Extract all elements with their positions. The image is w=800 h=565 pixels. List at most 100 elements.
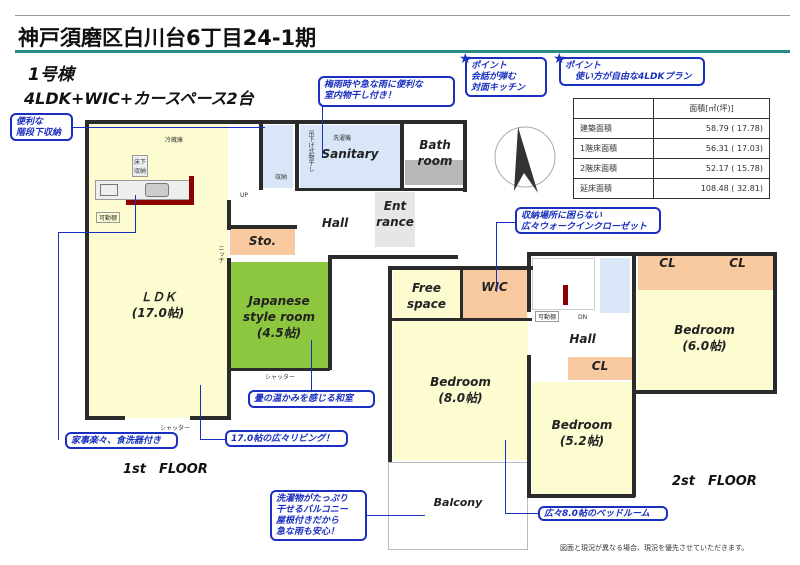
wall: [227, 225, 297, 229]
wall: [85, 416, 125, 420]
toilet-2f: [600, 258, 630, 313]
wall: [295, 120, 299, 190]
point-callout-kitchen: ポイント会話が弾む 対面キッチン: [465, 57, 547, 97]
callout-dishwasher: 家事楽々、食洗器付き: [65, 432, 178, 449]
up-label: UP: [240, 192, 249, 199]
callout-drying: 梅雨時や急な雨に便利な 室内物干し付き！: [318, 76, 455, 107]
room-cl: CL: [659, 256, 676, 270]
page-title: 神戸須磨区白川台6丁目24-1期: [18, 26, 317, 50]
stair-post: [563, 285, 568, 305]
callout-japanese: 畳の温かみを感じる和室: [248, 390, 375, 408]
toilet-1f: [263, 125, 293, 188]
wall: [527, 494, 635, 498]
wall: [527, 252, 777, 256]
leader-line: [365, 515, 425, 516]
wall: [460, 268, 463, 320]
kitchen-wall: [126, 200, 194, 205]
leader-line: [200, 385, 201, 440]
compass-icon: [494, 126, 556, 193]
star-icon: ★: [553, 51, 566, 67]
wall: [328, 255, 332, 370]
wall: [295, 188, 465, 191]
fridge-label: 冷蔵庫: [165, 137, 184, 144]
bedroom-5-area: [532, 382, 632, 494]
storage-room: [230, 228, 295, 255]
room-bedroom-5: Bedroom(5.2帖): [551, 418, 613, 448]
bedroom-6-area: [637, 290, 772, 390]
callout-bedroom: 広々8.0帖のベッドルーム: [538, 506, 668, 521]
callout-wic: 収納場所に困らない 広々ウォークインクローゼット: [515, 207, 661, 234]
top-rule: [15, 15, 790, 16]
wall: [85, 120, 466, 124]
leader-line: [60, 127, 265, 128]
room-cl: CL: [729, 256, 746, 270]
wall: [388, 266, 392, 462]
wic-area: [462, 270, 527, 320]
wall: [632, 252, 636, 497]
wall: [190, 416, 231, 420]
closet-area: [638, 255, 773, 290]
shutter-label: シャッター: [160, 425, 191, 432]
room-japanese: Japanese style room(4.5帖): [242, 294, 316, 340]
room-free-space: Free space: [406, 281, 447, 311]
callout-living: 17.0帖の広々リビング！: [225, 430, 348, 447]
disclaimer: 図面と現況が異なる場合、現況を優先させていただきます。: [560, 544, 749, 552]
niche-label: ニッチ: [217, 245, 224, 263]
wall: [230, 368, 330, 371]
plan-label: 4LDK+WIC+カースペース2台: [24, 89, 254, 108]
area-header: 面積[㎡(坪)]: [653, 98, 770, 119]
entrance-area: [375, 192, 415, 247]
kitchen-wall: [189, 176, 194, 204]
callout-balcony: 洗濯物がたっぷり 干せるバルコニー 屋根付きだから 急な雨も安心！: [270, 490, 367, 541]
room-sanitary: Sanitary: [321, 147, 379, 161]
wall: [227, 200, 231, 230]
leader-line: [505, 440, 506, 513]
leader-line: [58, 232, 59, 440]
title-underline: [15, 50, 790, 53]
room-bath: Bath room: [417, 138, 453, 168]
point-callout-plan: ポイント使い方が自由な4LDKプラン: [559, 57, 705, 86]
wall: [463, 120, 467, 192]
washer-label: 洗濯機: [333, 135, 352, 142]
wall: [527, 355, 531, 497]
floor-storage-label: 床下 収納: [132, 155, 149, 177]
leader-line: [311, 340, 312, 390]
shelf-label-2f: 可動棚: [535, 311, 560, 322]
room-entrance: Ent rance: [376, 199, 414, 229]
room-hall-2f: Hall: [569, 332, 596, 346]
bathtub: [405, 160, 465, 185]
floor-label-2f: 2st FLOOR: [672, 474, 757, 489]
shutter-label: シャッター: [265, 374, 296, 381]
wall: [259, 120, 263, 190]
stove-icon: [100, 184, 118, 196]
room-hall-1f: Hall: [321, 216, 349, 230]
room-balcony: Balcony: [433, 496, 483, 509]
room-bedroom-6: Bedroom(6.0帖): [674, 323, 735, 353]
wall: [632, 390, 777, 394]
sanitary-area: [300, 125, 400, 188]
wall: [227, 258, 231, 420]
leader-line: [200, 439, 225, 440]
sink-icon: [145, 183, 169, 197]
room-wic: WIC: [481, 280, 508, 294]
wall: [400, 120, 404, 190]
closet-area: [568, 357, 632, 380]
wall: [85, 120, 89, 420]
shelf-label: 可動棚: [96, 212, 121, 223]
room-cl: CL: [591, 359, 609, 373]
leader-line: [505, 513, 540, 514]
dn-label: DN: [578, 314, 588, 321]
leader-line: [496, 222, 516, 223]
wall: [328, 255, 458, 259]
leader-line: [58, 232, 136, 233]
leader-line: [496, 222, 497, 292]
star-icon: ★: [459, 51, 472, 67]
callout-under-stairs: 便利な 階段下収納: [10, 113, 73, 141]
building-label: 1号棟: [28, 65, 74, 85]
room-ldk: ＬＤＫ(17.0帖): [131, 290, 185, 320]
storage-label: 収納: [275, 174, 288, 181]
